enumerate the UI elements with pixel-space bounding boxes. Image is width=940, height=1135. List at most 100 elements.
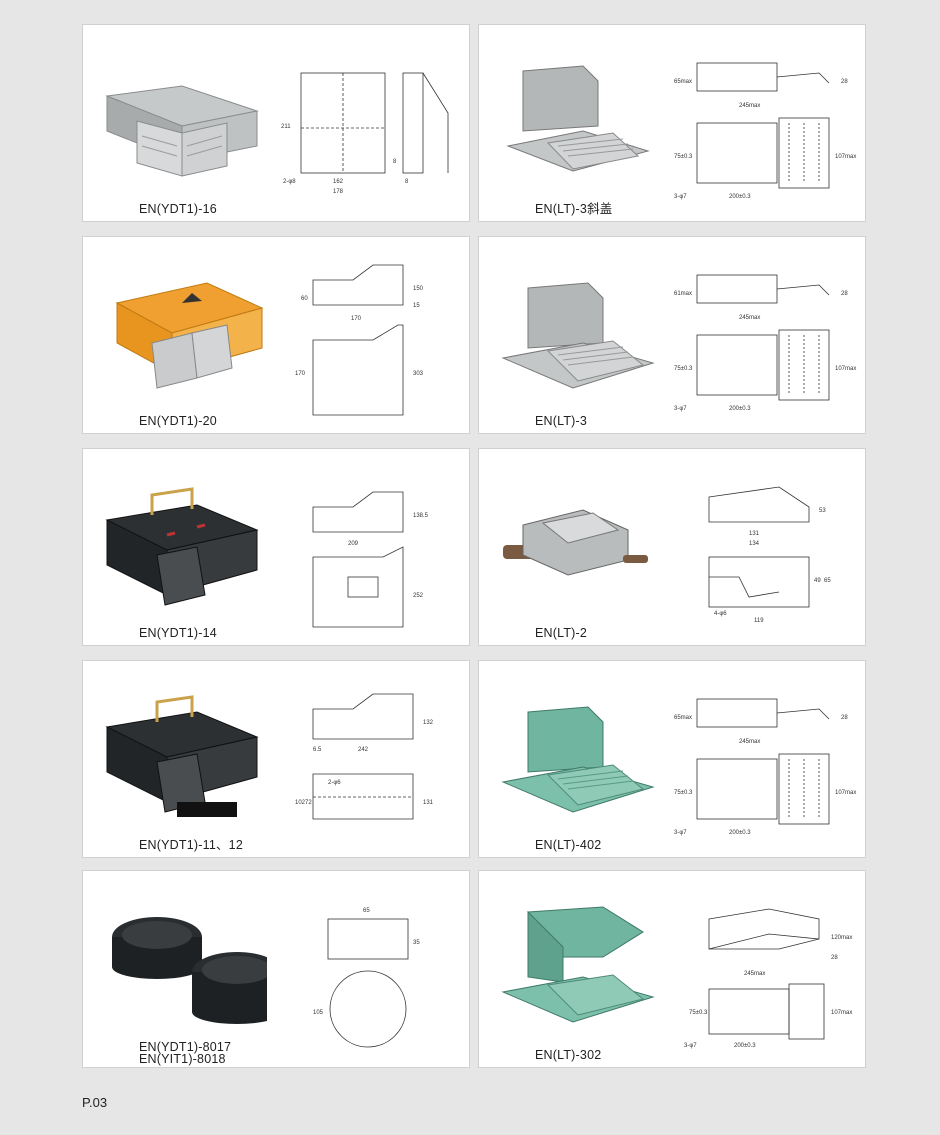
dim-label: 211 [281,124,291,130]
dim-label: 120max [831,935,852,941]
product-card: 138.5 209 252 230 EN(YDT1)-14 [82,448,470,646]
dim-label: 107max [831,1010,852,1016]
product-model-label: EN(YDT1)-14 [139,626,217,640]
page-number: P.03 [82,1095,108,1110]
product-model-label: EN(LT)-2 [535,626,588,640]
dimension-drawing: 138.5 209 252 230 [312,491,429,628]
product-photo [506,65,650,172]
dim-label: 245max [739,739,760,745]
dim-label: 162 [333,179,344,185]
product-model-label-2: EN(YIT1)-8018 [139,1052,226,1066]
dim-label: 131 [749,531,760,537]
dim-label: 150 [413,286,424,292]
dim-label: 6.5 [313,747,322,753]
product-model-label: EN(YDT1)-20 [139,414,217,428]
dim-label: 75±0.3 [674,154,693,160]
dim-label: 65max [674,79,692,85]
dim-label: 134 [749,541,760,547]
dim-label: 3-φ7 [674,406,687,412]
dim-label: 170 [295,371,306,377]
product-photo [503,509,648,576]
product-photo [501,282,655,389]
dim-label: 107max [835,790,856,796]
dim-label: 3-φ7 [674,830,687,836]
product-model-label: EN(YDT1)-11、12 [139,838,243,852]
dim-label: 15 [413,303,420,309]
product-model-label: EN(YDT1)-16 [139,202,217,216]
dimension-drawing: 61max 28 245max 75±0.3 107max 3-φ7 200±0… [674,274,856,412]
product-photo [501,906,655,1023]
dim-label: 2-φ6 [328,780,341,786]
dim-label: 102 [295,800,306,806]
dimension-drawing: 211 2-φ8 162 178 8 8 [281,72,449,195]
dim-label: 28 [831,955,838,961]
product-card: 120max 28 245max 75±0.3 107max 3-φ7 200±… [478,870,866,1068]
dim-label: 245max [739,315,760,321]
dim-label: 75±0.3 [674,790,693,796]
dim-label: 75±0.3 [674,366,693,372]
dim-label: 200±0.3 [729,406,751,412]
dim-label: 65 [824,578,831,584]
dim-label: 8 [405,179,409,185]
dim-label: 107max [835,154,856,160]
dim-label: 209 [348,541,359,547]
dim-label: 252 [413,593,424,599]
product-card: 61max 28 245max 75±0.3 107max 3-φ7 200±0… [478,236,866,434]
dim-label: 132 [423,720,434,726]
dim-label: 138.5 [413,513,429,519]
dim-label: 303 [413,371,424,377]
dim-label: 242 [358,747,369,753]
dim-label: 75±0.3 [689,1010,708,1016]
dim-label: 3-φ7 [674,194,687,200]
dim-label: 107max [835,366,856,372]
product-card: 65 35 105 EN(YDT1)-8017 EN(YIT1)-8018 [82,870,470,1068]
dim-label: 60 [301,296,308,302]
dim-label: 131 [423,800,434,806]
product-model-label: EN(LT)-3 [535,414,588,428]
product-photo [105,695,259,817]
product-card: 65max 28 245max 75±0.3 107max 3-φ7 200±0… [478,24,866,222]
product-card: 65max 28 245max 75±0.3 107max 3-φ7 200±0… [478,660,866,858]
dimension-drawing: 65max 28 245max 75±0.3 107max 3-φ7 200±0… [674,698,856,836]
dimension-drawing: 65 35 105 [313,908,420,1048]
dimension-drawing: 65max 28 245max 75±0.3 107max 3-φ7 200±0… [674,62,856,200]
product-card: 53 131 134 49 65 4-φ6 119 EN(LT)-2 [478,448,866,646]
dim-label: 245max [744,971,765,977]
product-card: 60 150 15 170 170 303 210 EN(YDT1)-20 [82,236,470,434]
dim-label: 28 [841,291,848,297]
dim-label: 200±0.3 [734,1043,756,1049]
dim-label: 65max [674,715,692,721]
dim-label: 170 [351,316,362,322]
dim-label: 200±0.3 [729,830,751,836]
product-card: 211 2-φ8 162 178 8 8 EN(YDT1)-16 [82,24,470,222]
product-photo [105,487,259,606]
product-model-label: EN(LT)-302 [535,1048,602,1062]
dim-label: 119 [754,618,764,624]
dim-label: 178 [333,189,344,195]
dim-label: 49 [814,578,821,584]
dim-label: 61max [674,291,692,297]
dim-label: 4-φ6 [714,611,727,617]
dim-label: 2-φ8 [283,179,296,185]
dim-label: 28 [841,715,848,721]
dim-label: 65 [363,908,370,914]
dim-label: 3-φ7 [684,1043,697,1049]
dim-label: 8 [393,159,397,165]
product-photo [501,706,655,813]
product-model-label: EN(LT)-402 [535,838,602,852]
dimension-drawing: 60 150 15 170 170 303 210 [295,264,424,416]
dim-label: 105 [313,1010,324,1016]
dim-label: 53 [819,508,826,514]
dimension-drawing: 53 131 134 49 65 4-φ6 119 [708,486,831,624]
product-model-label: EN(LT)-3斜盖 [535,202,613,216]
product-model-label: EN(YDT1)-8017 [139,1040,232,1054]
product-card: 132 6.5 242 2-φ6 102 72 131 EN(YDT1)-11、… [82,660,470,858]
product-photo [115,282,264,389]
dim-label: 35 [413,940,420,946]
product-photo [112,917,267,1024]
dim-label: 28 [841,79,848,85]
dim-label: 72 [305,800,312,806]
dimension-drawing: 132 6.5 242 2-φ6 102 72 131 [295,693,434,820]
dimension-drawing: 120max 28 245max 75±0.3 107max 3-φ7 200±… [684,908,852,1049]
product-photo [105,85,259,177]
